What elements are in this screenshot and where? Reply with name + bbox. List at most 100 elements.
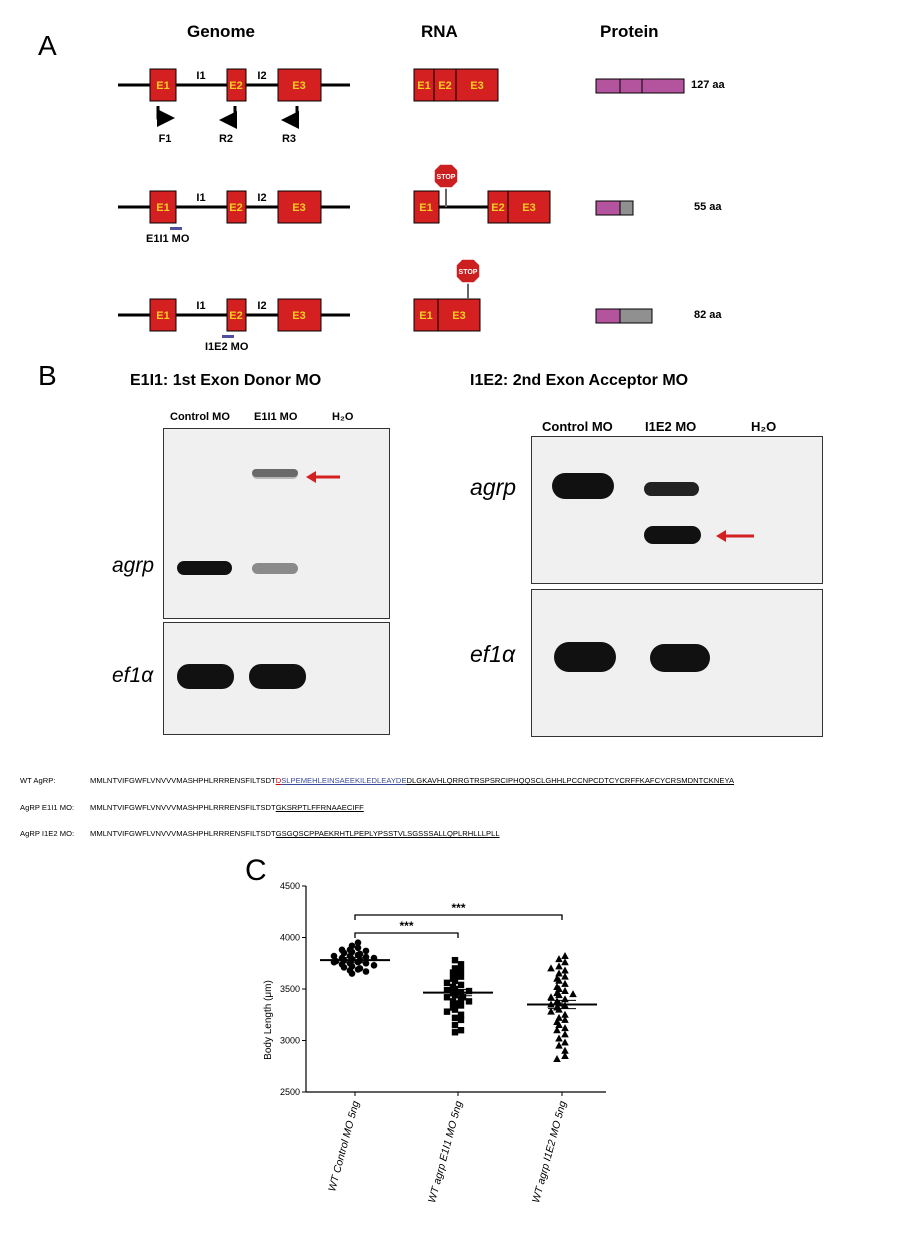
svg-text:I1: I1 xyxy=(196,300,205,312)
data-point xyxy=(457,1016,465,1024)
red-arrow-icon xyxy=(306,471,340,483)
sequence-row-wt: WT AgRP:MMLNTVIFGWFLVNVVVMASHPHLRRRENSFI… xyxy=(20,776,735,785)
data-point xyxy=(338,946,346,954)
data-point xyxy=(451,965,459,972)
gel-ef1a-right xyxy=(531,589,823,737)
panel-a-diagram: E1 E2 E3 I1 I2 F1 R2 R3 E1 E2 E3 E1 E2 E… xyxy=(118,68,685,338)
svg-text:E3: E3 xyxy=(292,310,305,322)
y-tick-label: 3500 xyxy=(280,984,300,994)
gel-ef1a-left xyxy=(163,622,390,735)
primer-label: R3 xyxy=(282,133,296,145)
data-point xyxy=(561,1051,569,1059)
primer-r3-arrow xyxy=(281,106,299,129)
data-point xyxy=(555,991,563,999)
red-arrow-icon xyxy=(716,530,754,542)
data-point xyxy=(457,1002,465,1009)
significance-bracket xyxy=(354,914,563,920)
lane-label: Control MO xyxy=(542,419,613,434)
data-point xyxy=(553,1026,561,1034)
data-point xyxy=(451,991,459,999)
primer-label: F1 xyxy=(159,133,172,145)
exon-label: E2 xyxy=(229,80,242,92)
svg-text:E2: E2 xyxy=(491,202,504,214)
svg-text:I1: I1 xyxy=(196,192,205,204)
panel-b-letter: B xyxy=(38,360,57,391)
data-point xyxy=(370,962,378,969)
genome-row-wt: E1 E2 E3 I1 I2 F1 R2 R3 xyxy=(118,68,350,145)
data-point xyxy=(561,1038,569,1046)
data-point xyxy=(443,979,451,987)
gene-label-ef1a: ef1α xyxy=(112,664,154,687)
data-point xyxy=(457,967,465,974)
data-point xyxy=(555,1034,563,1042)
data-point xyxy=(555,1041,563,1049)
x-tick-label: WT agrp I1E2 MO 5ng xyxy=(530,1100,569,1205)
data-point xyxy=(330,952,338,960)
x-tick-label: WT Control MO 5ng xyxy=(326,1100,362,1193)
genome-row-e1i1: E1 E2 E3 I1 I2 xyxy=(118,190,350,230)
lane-label: Control MO xyxy=(170,411,230,423)
svg-text:I2: I2 xyxy=(257,300,266,312)
gene-label-agrp: agrp xyxy=(112,554,155,577)
right-gel-title: I1E2: 2nd Exon Acceptor MO xyxy=(470,372,689,389)
y-tick-label: 3000 xyxy=(280,1036,300,1046)
svg-text:E3: E3 xyxy=(452,310,465,322)
gene-label-ef1a: ef1α xyxy=(470,641,516,667)
significance-label: *** xyxy=(451,901,465,915)
data-point xyxy=(457,1027,465,1034)
data-point xyxy=(354,951,362,959)
data-point xyxy=(451,1014,459,1022)
data-point xyxy=(362,968,370,975)
svg-text:E1: E1 xyxy=(419,202,432,214)
data-point xyxy=(561,987,569,995)
sequence-row-i1e2: AgRP I1E2 MO:MMLNTVIFGWFLVNVVVMASHPHLRRR… xyxy=(20,829,500,838)
data-point xyxy=(555,969,563,977)
data-point xyxy=(561,1046,569,1054)
genome-heading: Genome xyxy=(187,22,256,41)
data-point xyxy=(451,1000,459,1007)
mo-binding-bar xyxy=(222,335,234,338)
rna-row-wt: E1 E2 E3 xyxy=(413,68,499,102)
gel-agrp-left xyxy=(163,428,390,619)
sequence-label: WT AgRP: xyxy=(20,776,56,785)
data-point xyxy=(459,994,467,1001)
stop-sign-icon xyxy=(455,258,481,284)
intron-label: I2 xyxy=(257,70,266,82)
data-point xyxy=(553,1055,561,1063)
lane-label: I1E2 MO xyxy=(645,419,697,434)
protein-length-label: 55 aa xyxy=(694,201,722,213)
x-tick-label: WT agrp E1I1 MO 5ng xyxy=(426,1100,465,1205)
y-tick-label: 2500 xyxy=(280,1087,300,1097)
svg-text:I2: I2 xyxy=(257,192,266,204)
data-point xyxy=(457,981,465,989)
data-point xyxy=(451,956,459,964)
protein-length-label: 127 aa xyxy=(691,79,725,91)
rna-row-e1i1: E1 E2 E3 STOP xyxy=(413,163,551,224)
data-point xyxy=(465,987,473,995)
significance-bracket xyxy=(354,932,459,938)
data-point xyxy=(451,1006,459,1013)
primer-label: R2 xyxy=(219,133,233,145)
data-point xyxy=(451,977,459,984)
data-point xyxy=(555,976,563,984)
svg-text:E3: E3 xyxy=(292,202,305,214)
data-point xyxy=(547,964,555,972)
data-point xyxy=(362,947,370,955)
genome-row-i1e2: E1 E2 E3 I1 I2 xyxy=(118,298,350,338)
y-axis-label: Body Length (μm) xyxy=(263,980,274,1060)
y-tick-label: 4500 xyxy=(280,881,300,891)
primer-r2-arrow xyxy=(219,106,237,129)
mo-label: E1I1 MO xyxy=(146,233,190,245)
data-point xyxy=(443,986,451,994)
svg-text:E2: E2 xyxy=(229,310,242,322)
protein-row-wt xyxy=(595,78,685,94)
data-point xyxy=(354,966,362,973)
svg-text:E1: E1 xyxy=(156,202,169,214)
data-point xyxy=(561,952,569,960)
svg-text:STOP: STOP xyxy=(437,174,456,181)
gene-label-agrp: agrp xyxy=(470,474,517,500)
protein-heading: Protein xyxy=(600,22,659,41)
data-point xyxy=(561,966,569,974)
svg-text:E3: E3 xyxy=(522,202,535,214)
